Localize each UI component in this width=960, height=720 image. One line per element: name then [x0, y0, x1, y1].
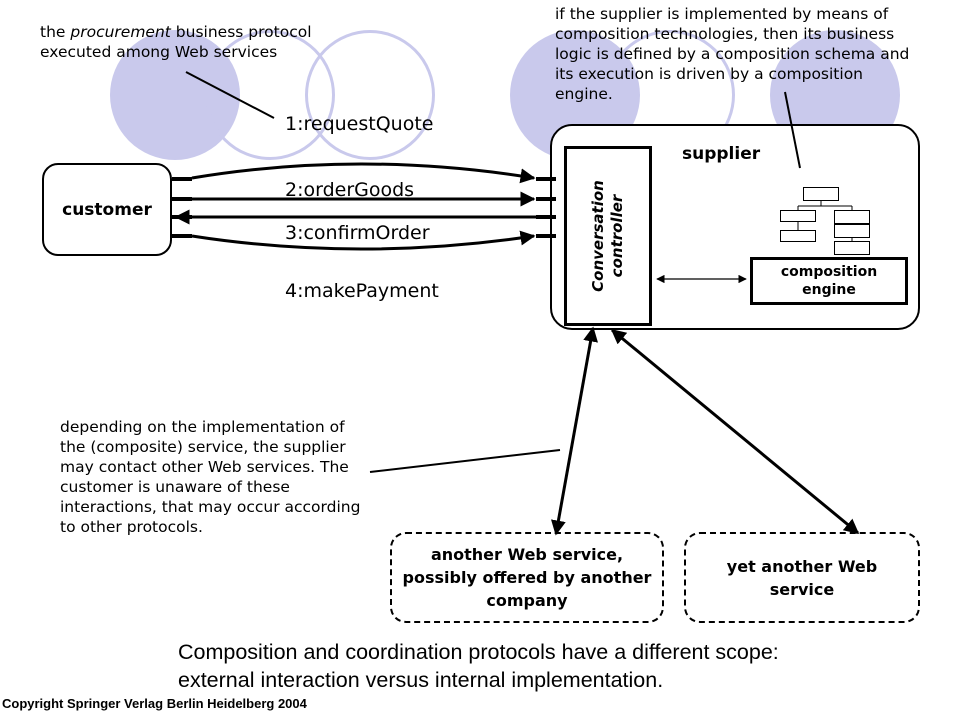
- message-label-4: 4:makePayment: [285, 280, 439, 302]
- schema-node: [780, 230, 816, 242]
- callout-supplier-impl: [784, 91, 801, 169]
- arrow-controller-yet-another-service: [610, 328, 860, 535]
- arrow-request-quote: [191, 162, 536, 184]
- customer-port: [172, 234, 192, 238]
- copyright: Copyright Springer Verlag Berlin Heidelb…: [2, 696, 307, 711]
- caption-line-2: external interaction versus internal imp…: [178, 668, 664, 692]
- message-label-1: 1:requestQuote: [285, 113, 434, 135]
- schema-node: [803, 187, 839, 201]
- message-label-2: 2:orderGoods: [285, 179, 415, 201]
- supplier-port: [536, 234, 556, 238]
- message-label-3: 3:confirmOrder: [285, 222, 430, 244]
- decor-circle-3: [305, 30, 435, 160]
- schema-node: [834, 210, 870, 224]
- supplier-port: [536, 215, 556, 219]
- schema-node: [834, 224, 870, 238]
- customer-port: [172, 197, 192, 201]
- caption: Composition and coordination protocols h…: [178, 638, 779, 694]
- note-supplier-implementation: if the supplier is implemented by means …: [555, 5, 910, 103]
- customer-port: [172, 177, 192, 181]
- arrow-make-payment: [191, 230, 536, 251]
- callout-depending: [369, 449, 561, 473]
- note-depending: depending on the implementation of the (…: [60, 418, 361, 536]
- another-web-service-box: another Web service, possibly offered by…: [390, 532, 664, 623]
- customer-box: customer: [42, 163, 172, 256]
- supplier-port: [536, 197, 556, 201]
- composition-engine: composition engine: [750, 257, 908, 305]
- schema-node: [834, 241, 870, 255]
- callout-procurement: [185, 71, 275, 119]
- note-procurement: the procurement business protocol execut…: [40, 23, 312, 61]
- caption-line-1: Composition and coordination protocols h…: [178, 640, 779, 664]
- schema-node: [780, 210, 816, 222]
- arrow-controller-another-service: [551, 326, 598, 536]
- conversation-controller: [564, 146, 652, 326]
- supplier-label: supplier: [682, 144, 761, 164]
- supplier-port: [536, 177, 556, 181]
- schema-connectors: [797, 201, 853, 241]
